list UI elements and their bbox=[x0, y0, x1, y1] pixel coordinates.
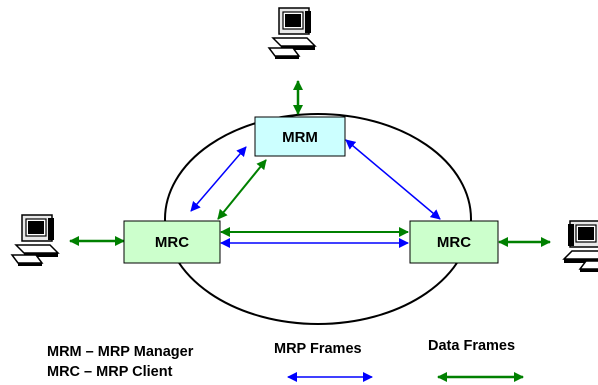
mrm-node: MRM bbox=[254, 116, 346, 157]
legend-mrm-definition: MRM – MRP Manager bbox=[47, 344, 194, 360]
computer-icon-right bbox=[563, 220, 598, 273]
mrp-link-mrm-right bbox=[345, 139, 441, 220]
mrc-node-right: MRC bbox=[409, 220, 499, 264]
computer-icon-top bbox=[268, 7, 316, 60]
legend-data-frames-label: Data Frames bbox=[428, 338, 515, 354]
mrc-left-label: MRC bbox=[155, 234, 189, 251]
legend-mrp-frames-label: MRP Frames bbox=[274, 341, 362, 357]
ring-topology bbox=[164, 113, 472, 325]
data-link-mrm-left bbox=[217, 159, 267, 220]
legend-mrc-definition: MRC – MRP Client bbox=[47, 364, 173, 380]
mrc-node-left: MRC bbox=[123, 220, 221, 264]
mrm-label: MRM bbox=[282, 129, 318, 146]
computer-icon-left bbox=[11, 214, 59, 267]
mrc-right-label: MRC bbox=[437, 234, 471, 251]
mrp-link-mrm-left bbox=[190, 146, 247, 212]
